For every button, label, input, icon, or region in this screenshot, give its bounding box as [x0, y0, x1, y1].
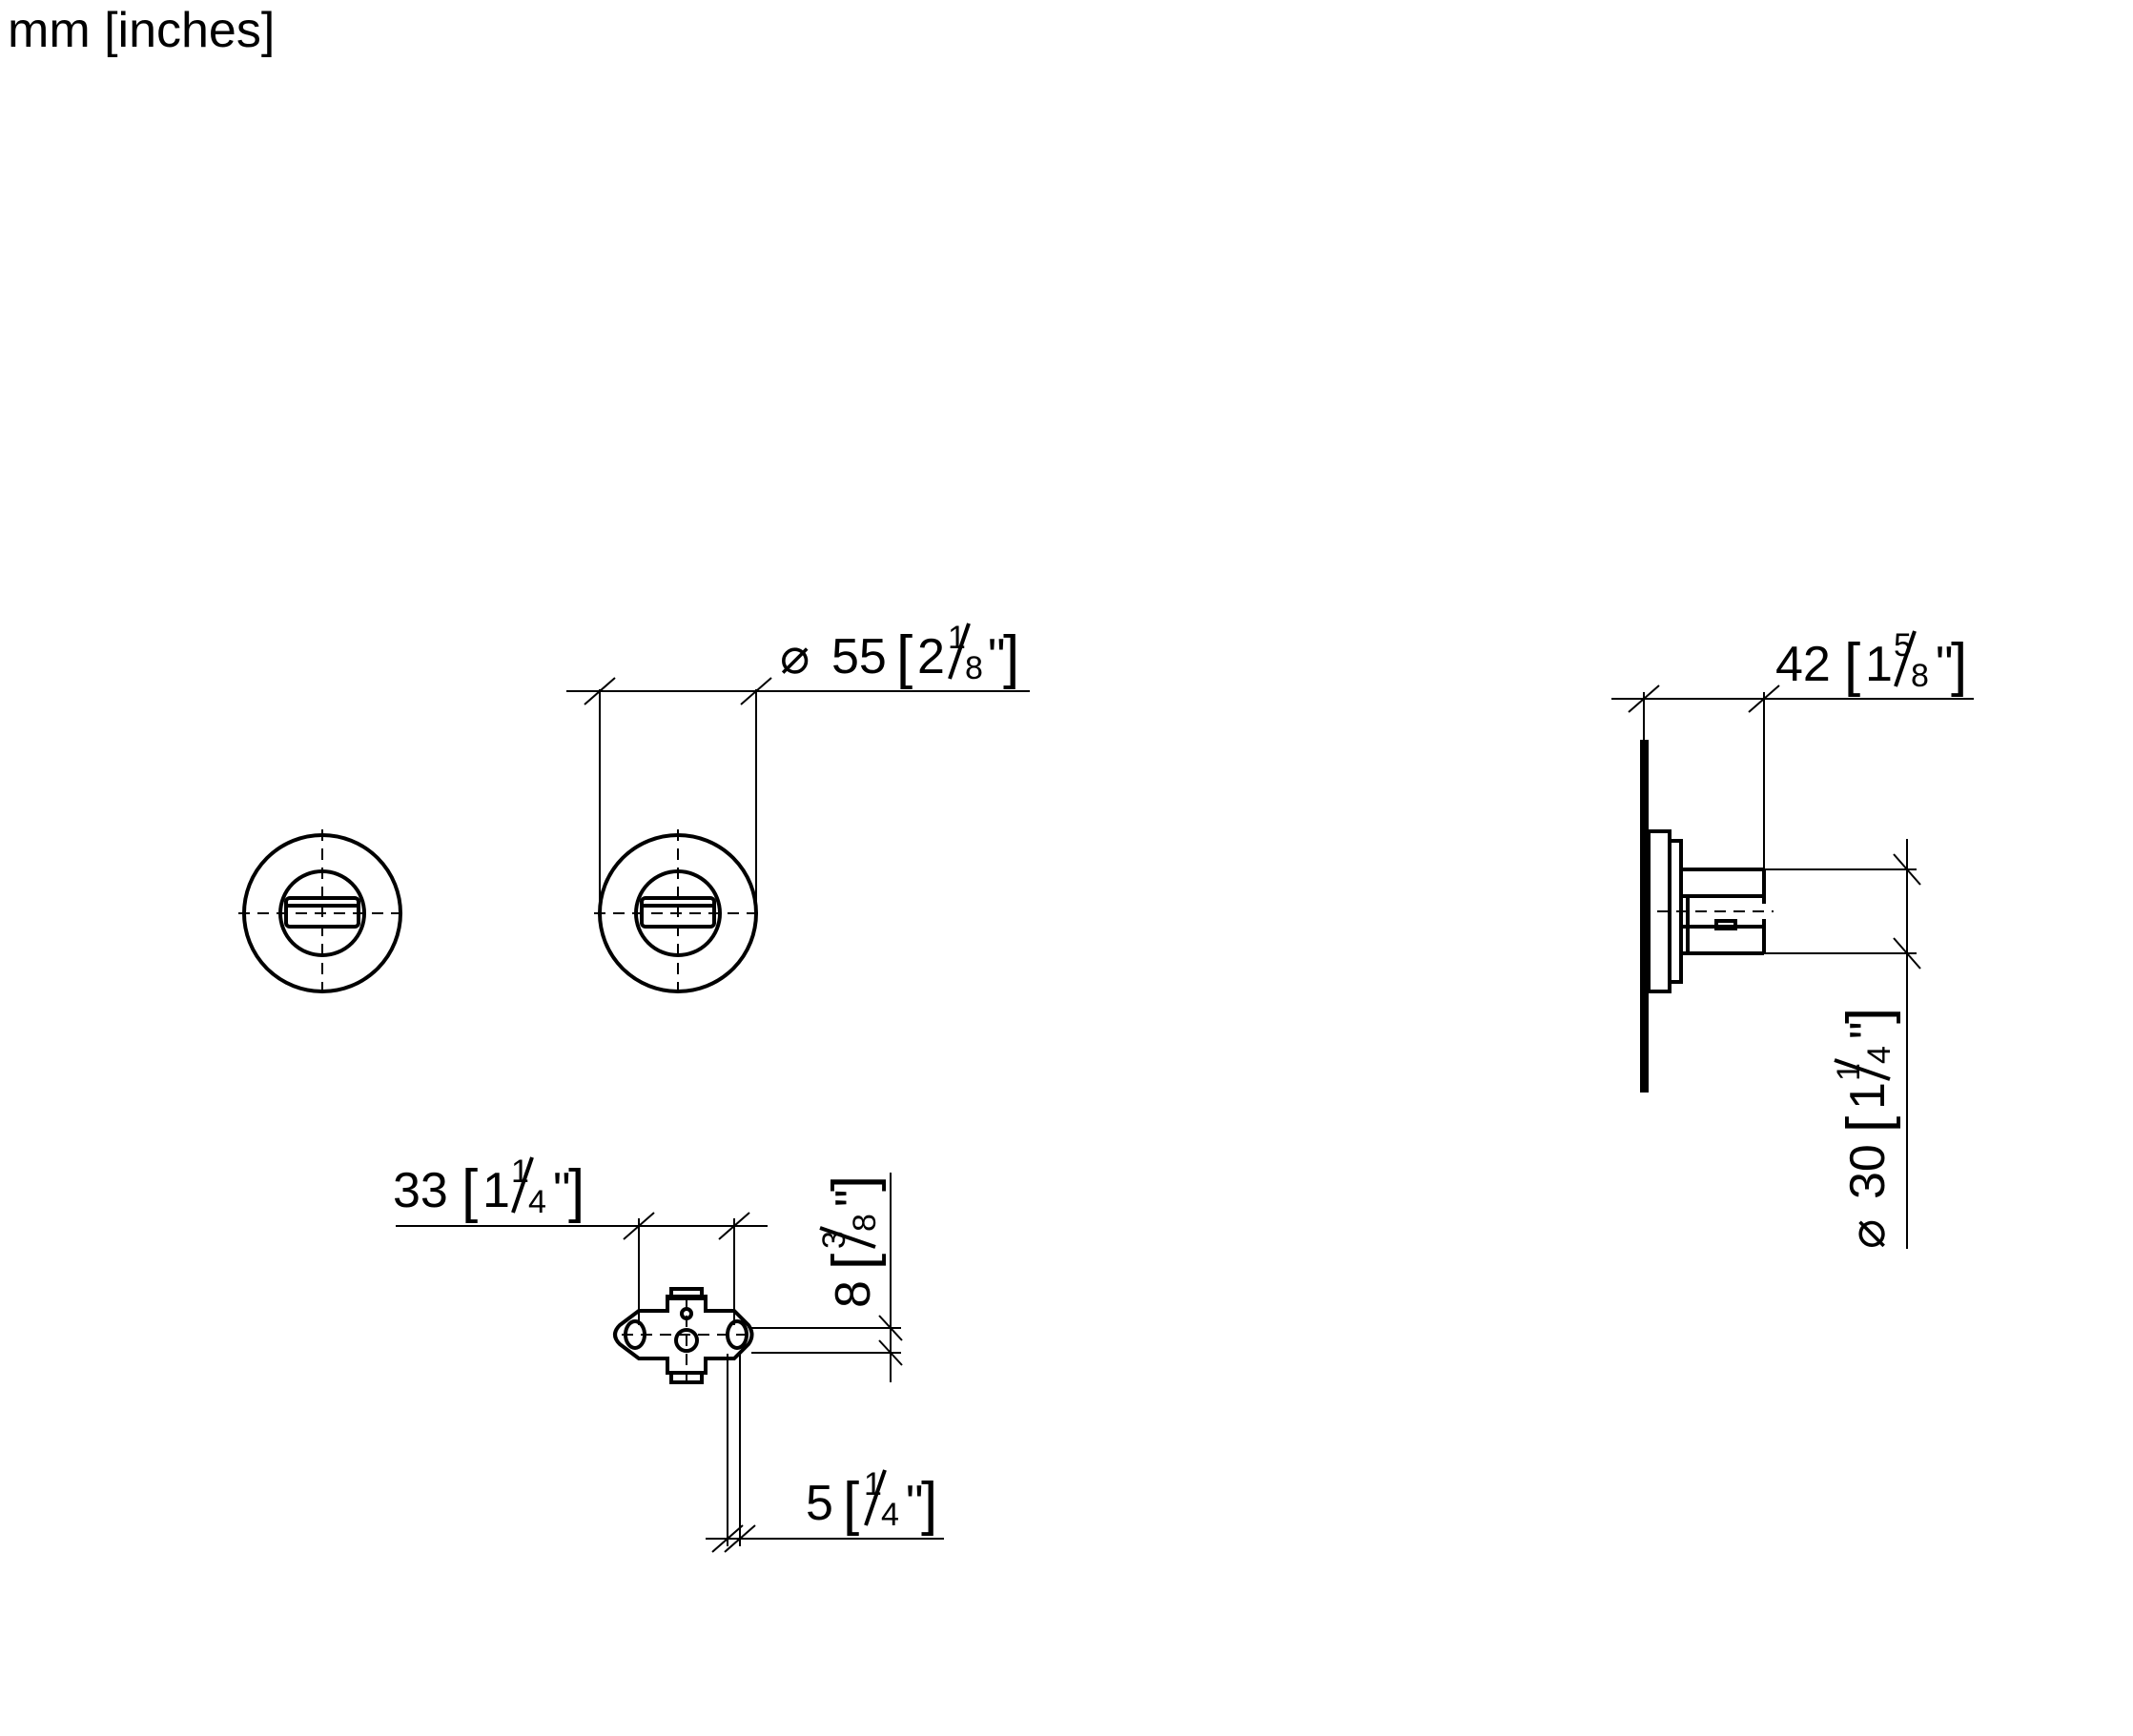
rosette-front-view-right — [594, 829, 762, 997]
svg-text:[: [ — [1836, 1116, 1901, 1133]
dimension-inch-mark: " — [1936, 637, 1953, 692]
svg-text:]: ] — [568, 1158, 585, 1224]
svg-text:[: [ — [843, 1471, 859, 1537]
svg-text:]: ] — [921, 1471, 937, 1537]
dimension-inch-whole: 1 — [482, 1163, 510, 1218]
svg-text:]: ] — [1003, 624, 1019, 690]
dimension-diameter-symbol: ⌀ — [1840, 1219, 1896, 1249]
svg-text:]: ] — [1836, 1008, 1901, 1024]
units-label: mm [inches] — [8, 3, 276, 58]
dimension-inch-mark: " — [1840, 1022, 1896, 1039]
svg-text:]: ] — [1951, 632, 1967, 698]
dimension-inch-denominator: 4 — [881, 1497, 899, 1533]
dimension-mm-value: 33 — [393, 1163, 448, 1218]
svg-text:[: [ — [1844, 632, 1860, 698]
svg-text:]: ] — [821, 1175, 887, 1192]
dimension-inch-mark: " — [826, 1190, 881, 1207]
dimension-inch-whole: 1 — [1840, 1082, 1896, 1110]
dimension-inch-denominator: 8 — [1911, 658, 1929, 694]
dimension-inch-denominator: 4 — [1861, 1046, 1897, 1064]
side-view — [1640, 740, 1774, 1093]
dimension-mm-value: 55 — [831, 629, 887, 684]
dimension-mm-value: 42 — [1775, 637, 1831, 692]
dimension-inch-mark: " — [988, 629, 1005, 684]
dimension-diameter-symbol: ⌀ — [780, 629, 810, 684]
dimension-thickness-5: 5 [ 1 4 " ] — [706, 1354, 944, 1553]
rosette-front-view-left — [238, 829, 406, 997]
dimension-inch-denominator: 4 — [528, 1184, 546, 1220]
dimension-width-33: 33 [ 1 1 4 " ] — [393, 1154, 768, 1325]
dimension-inch-denominator: 8 — [965, 650, 983, 686]
svg-text:[: [ — [461, 1158, 478, 1224]
svg-text:[: [ — [821, 1254, 887, 1270]
dimension-inch-denominator: 8 — [847, 1214, 883, 1232]
dimension-mm-value: 5 — [806, 1476, 833, 1531]
dimension-inch-whole: 2 — [917, 629, 945, 684]
dimension-diameter-55: ⌀ 55 [ 2 1 8 " ] — [566, 620, 1030, 901]
dimension-inch-whole: 1 — [1865, 637, 1893, 692]
dimension-mm-value: 30 — [1840, 1144, 1896, 1199]
dimension-height-8: 8 [ 3 8 " ] — [751, 1173, 903, 1382]
dimension-mm-value: 8 — [826, 1280, 881, 1308]
dimension-inch-mark: " — [906, 1476, 923, 1531]
dimension-diameter-30: ⌀ 30 [ 1 1 4 " ] — [1764, 839, 1921, 1249]
svg-text:[: [ — [896, 624, 913, 690]
mounting-bracket — [613, 1287, 754, 1384]
dimension-inch-mark: " — [553, 1163, 570, 1218]
dimension-depth-42: 42 [ 1 5 8 " ] — [1611, 627, 1974, 869]
